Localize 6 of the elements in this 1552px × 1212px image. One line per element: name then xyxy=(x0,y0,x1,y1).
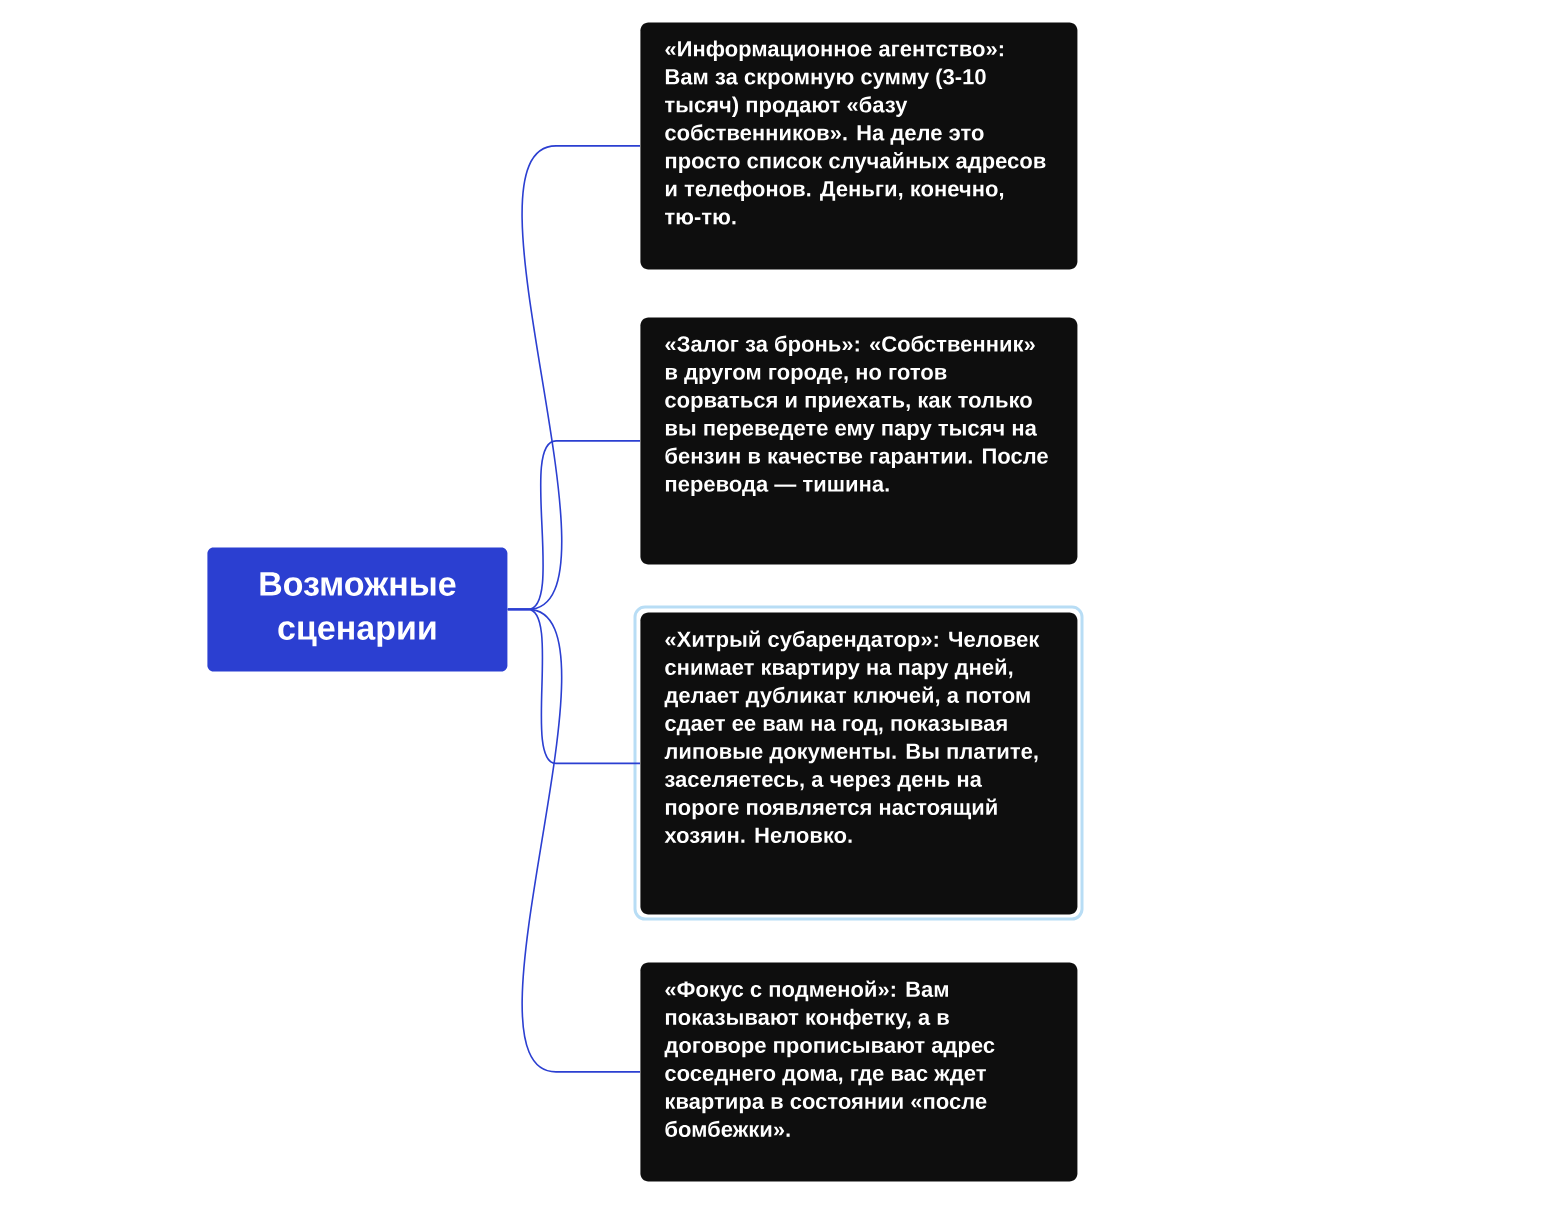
scenario-box: «Залог за бронь»: «Собственник» в другом городе, но готов сорваться и приехать, как только вы переведете ему пару тысяч на бензин в качестве гарантии. После перевода — тишина. xyxy=(640,317,1078,565)
connector-line xyxy=(507,608,641,1073)
topic-box: Возможные сценарии xyxy=(207,547,508,672)
scenario-box: «Информационное агентство»: Вам за скромную сумму (3-10 тысяч) продают «базу собственников». На деле это просто список случайных адресов и телефонов. Деньги, конечно, тю-тю. xyxy=(640,22,1078,270)
scenario-box: «Хитрый субарендатор»: Человек снимает квартиру на пару дней, делает дубликат ключей, а потом сдает ее вам на год, показывая липовые документы. Вы платите, заселяетесь, а через день на пороге появляется настоящий хозяин. Неловко. xyxy=(640,612,1078,915)
scenario-box: «Фокус с подменой»: Вам показывают конфетку, а в договоре прописывают адрес соседнего дома, где вас ждет квартира в состоянии «после бомбежки». xyxy=(640,962,1078,1182)
